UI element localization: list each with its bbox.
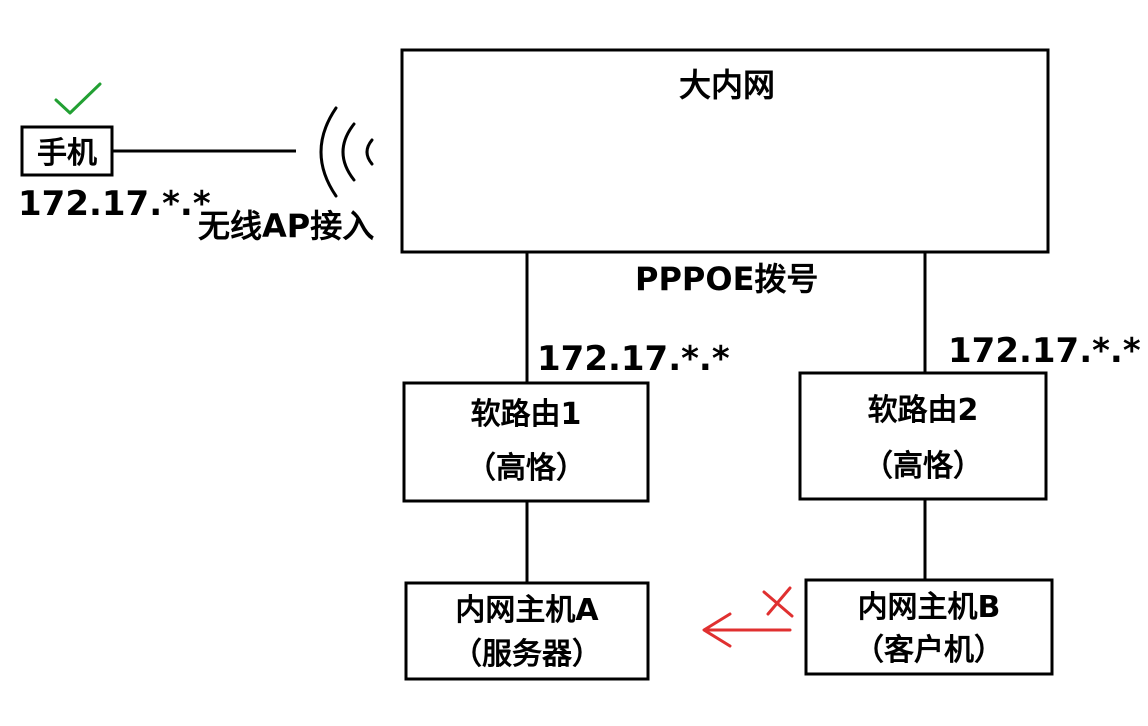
host-b-box [804, 578, 1054, 676]
host-b-name: 内网主机B [858, 590, 1001, 625]
wireless-ap-label: 无线AP接入 [198, 207, 374, 245]
host-b-role: （客户机） [854, 633, 1004, 668]
big-intranet-box [400, 48, 1050, 254]
pppoe-label: PPPOE拨号 [635, 260, 818, 298]
router1-brand: （高恪） [466, 451, 586, 486]
phone-label: 手机 [37, 136, 97, 171]
wifi-icon [319, 106, 374, 198]
router2-box [798, 371, 1048, 501]
host-a-box [404, 581, 650, 681]
blocked-arrow-icon [702, 612, 792, 648]
router2-name: 软路由2 [868, 393, 979, 428]
host-a-role: （服务器） [452, 637, 602, 672]
phone-ip: 172.17.*.* [18, 184, 211, 224]
router1-ip: 172.17.*.* [537, 339, 730, 379]
big-intranet-label: 大内网 [679, 66, 775, 104]
router2-ip: 172.17.*.* [948, 331, 1141, 371]
host-a-name: 内网主机A [455, 593, 599, 628]
cross-icon [762, 586, 794, 618]
router2-brand: （高恪） [863, 449, 983, 484]
router1-name: 软路由1 [471, 397, 582, 432]
check-icon [54, 82, 102, 115]
